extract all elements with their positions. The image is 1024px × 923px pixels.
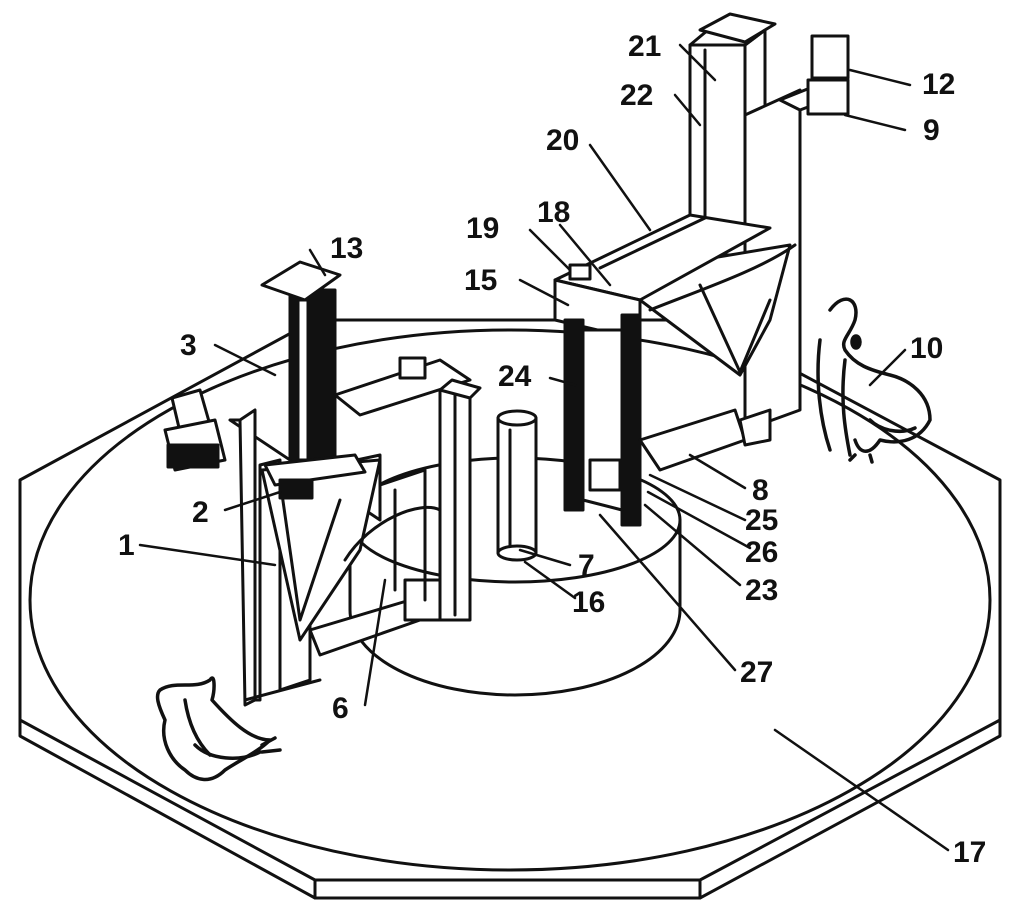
animal-figure-right [816,297,932,464]
label-26: 26 [745,536,778,569]
label-27: 27 [740,656,773,689]
central-column [496,409,538,562]
label-15: 15 [464,264,497,297]
label-13: 13 [330,232,363,265]
left-station [228,260,482,707]
label-2: 2 [192,496,209,529]
label-7: 7 [578,549,595,582]
label-24: 24 [498,360,532,393]
label-8: 8 [752,474,769,507]
label-25: 25 [745,504,778,537]
label-6: 6 [332,692,349,725]
label-12: 12 [922,68,955,101]
label-20: 20 [546,124,579,157]
right-station [553,12,850,527]
label-9: 9 [923,114,940,147]
label-21: 21 [628,30,661,63]
label-19: 19 [466,212,499,245]
animal-figure-left [155,676,282,782]
label-10: 10 [910,332,943,365]
label-23: 23 [745,574,778,607]
label-18: 18 [537,196,570,229]
left-terminal [163,388,227,472]
reference-numerals: 21 22 20 19 18 15 24 12 9 10 8 25 26 23 … [118,30,986,869]
label-3: 3 [180,329,197,362]
label-17: 17 [953,836,986,869]
label-16: 16 [572,586,605,619]
leader-lines [138,43,950,852]
label-22: 22 [620,79,653,112]
label-1: 1 [118,529,135,562]
